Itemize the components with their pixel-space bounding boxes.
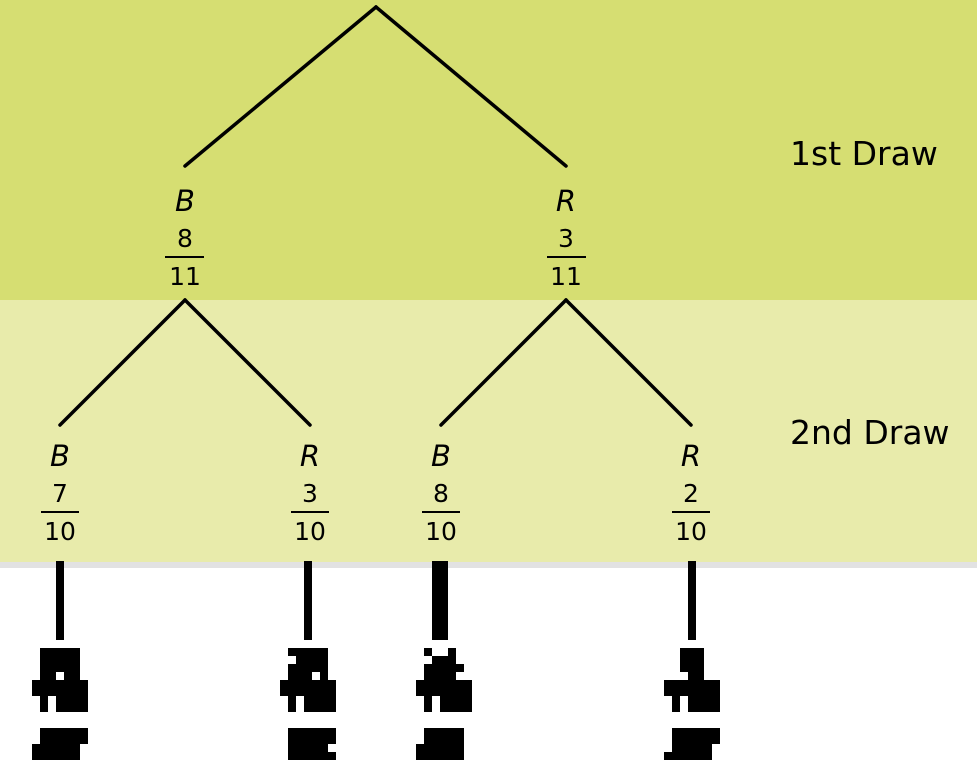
- branch-root-to-r: [374, 5, 568, 168]
- probability-denominator: 11: [550, 262, 582, 291]
- leaf-result-bb-redacted: [32, 648, 88, 760]
- leaf-stem-br: [304, 561, 312, 640]
- leaf-result-rr-redacted: [664, 648, 720, 760]
- outcome-label: R: [556, 184, 576, 218]
- probability-numerator: 8: [433, 479, 449, 508]
- branch-r-to-r: [564, 298, 693, 427]
- branch-b-to-b: [58, 298, 187, 427]
- probability-numerator: 7: [52, 479, 68, 508]
- band-divider: [0, 562, 977, 568]
- leaf-stems: [56, 561, 696, 640]
- node-second-br: R 3 10: [291, 439, 329, 546]
- probability-denominator: 10: [425, 517, 457, 546]
- leaf-stem-rr: [688, 561, 696, 640]
- node-first-r: R 3 11: [547, 184, 586, 291]
- outcome-label: B: [431, 439, 451, 473]
- leaf-result-rb-redacted: [416, 648, 472, 760]
- second-draw-branches: [58, 298, 693, 427]
- probability-numerator: 3: [558, 224, 574, 253]
- leaf-stem-rb: [432, 561, 448, 640]
- node-first-b: B 8 11: [165, 184, 204, 291]
- branch-r-to-b: [439, 298, 568, 427]
- probability-denominator: 11: [169, 262, 201, 291]
- first-draw-band: [0, 0, 977, 300]
- outcome-label: B: [50, 439, 70, 473]
- first-draw-branches: [183, 5, 568, 168]
- node-second-rb: B 8 10: [422, 439, 460, 546]
- probability-numerator: 8: [177, 224, 193, 253]
- node-second-rr: R 2 10: [672, 439, 710, 546]
- outcome-label: B: [175, 184, 195, 218]
- leaf-stem-bb: [56, 561, 64, 640]
- branch-root-to-b: [183, 5, 378, 168]
- row-label-second-draw: 2nd Draw: [790, 413, 950, 452]
- probability-numerator: 2: [683, 479, 699, 508]
- branch-b-to-r: [183, 298, 312, 427]
- probability-denominator: 10: [44, 517, 76, 546]
- row-label-first-draw: 1st Draw: [790, 134, 938, 173]
- probability-denominator: 10: [675, 517, 707, 546]
- leaf-result-br-redacted: [280, 648, 336, 760]
- probability-denominator: 10: [294, 517, 326, 546]
- probability-numerator: 3: [302, 479, 318, 508]
- outcome-label: R: [681, 439, 701, 473]
- outcome-label: R: [300, 439, 320, 473]
- node-second-bb: B 7 10: [41, 439, 79, 546]
- second-draw-band: [0, 300, 977, 562]
